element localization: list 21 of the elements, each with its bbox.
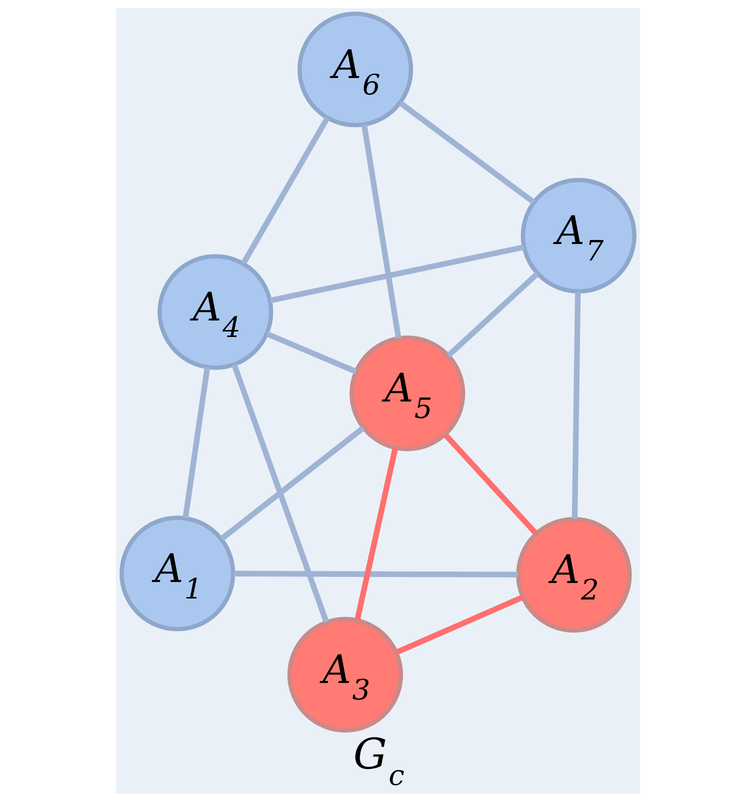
node-circle: A$_{6}$ bbox=[297, 12, 414, 128]
connector bbox=[395, 594, 524, 655]
connector bbox=[240, 116, 330, 265]
connector bbox=[266, 331, 357, 374]
node-circle: A$_{5}$ bbox=[350, 336, 466, 452]
node-circle: A$_{1}$ bbox=[120, 516, 236, 632]
node-circle: A$_{4}$ bbox=[158, 254, 274, 370]
connector bbox=[446, 272, 540, 358]
connector bbox=[361, 124, 402, 338]
connector bbox=[182, 366, 210, 518]
connector bbox=[572, 292, 581, 519]
connector bbox=[220, 426, 365, 541]
connector bbox=[232, 364, 329, 623]
node-circle: A$_{7}$ bbox=[520, 178, 636, 294]
node-circle: A$_{2}$ bbox=[516, 517, 632, 633]
connector bbox=[354, 448, 398, 620]
connector bbox=[270, 244, 525, 304]
connector bbox=[398, 100, 536, 205]
node-circle: A$_{3}$ bbox=[287, 616, 404, 733]
connector bbox=[233, 570, 518, 578]
connector bbox=[444, 433, 538, 536]
